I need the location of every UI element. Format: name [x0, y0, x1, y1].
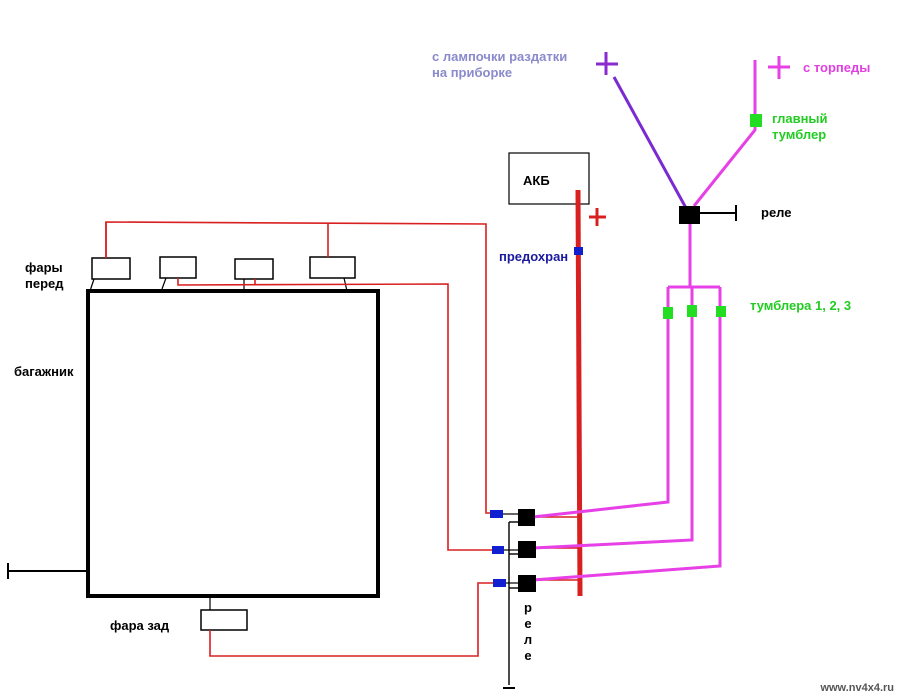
ground-bottom [503, 521, 518, 689]
relay-bottom-2 [518, 541, 536, 558]
magenta-plus-sign [768, 56, 790, 79]
relay-bottom-3 [518, 575, 536, 592]
relay-connector-3 [493, 579, 506, 587]
fuse-label: предохран [499, 249, 569, 264]
headlight-3 [234, 258, 274, 280]
relay-connector-1 [490, 510, 503, 518]
relay-bottom-1 [518, 509, 535, 526]
torpedo-label: с торпеды [803, 60, 871, 75]
main-positive-line [575, 189, 583, 597]
magenta-wire-torpedo [692, 60, 757, 207]
toggle-1-marker [663, 307, 673, 319]
headlights-front-label: фары перед [25, 260, 64, 291]
headlight-1 [91, 257, 131, 280]
ground-left [7, 563, 88, 579]
toggle-3-marker [716, 306, 726, 317]
main-toggle-marker [750, 114, 762, 127]
magenta-wires [532, 224, 722, 582]
trunk-box [86, 289, 380, 598]
relay-bottom-label: р е л е [523, 600, 533, 663]
toggle-2-marker [687, 305, 697, 317]
headlight-2 [159, 256, 197, 279]
relay-top-label: реле [761, 205, 792, 220]
trunk-label: багажник [14, 364, 74, 379]
relay-connector-2 [492, 546, 504, 554]
battery-label: АКБ [523, 173, 550, 188]
lamp-source-label: с лампочки раздатки на приборке [432, 49, 568, 80]
violet-wire [612, 76, 688, 209]
headlight-4 [309, 256, 356, 279]
violet-plus-sign [596, 52, 618, 75]
fuse-marker [574, 247, 583, 255]
battery-plus-sign [589, 208, 606, 226]
toggles-label: тумблера 1, 2, 3 [750, 298, 852, 313]
relay-top [679, 206, 700, 224]
watermark: www.nv4x4.ru [820, 682, 894, 694]
main-toggle-label: главный тумблер [772, 111, 828, 142]
rear-light [200, 609, 248, 631]
ground-relay-top [700, 205, 737, 221]
rear-light-label: фара зад [110, 618, 170, 633]
